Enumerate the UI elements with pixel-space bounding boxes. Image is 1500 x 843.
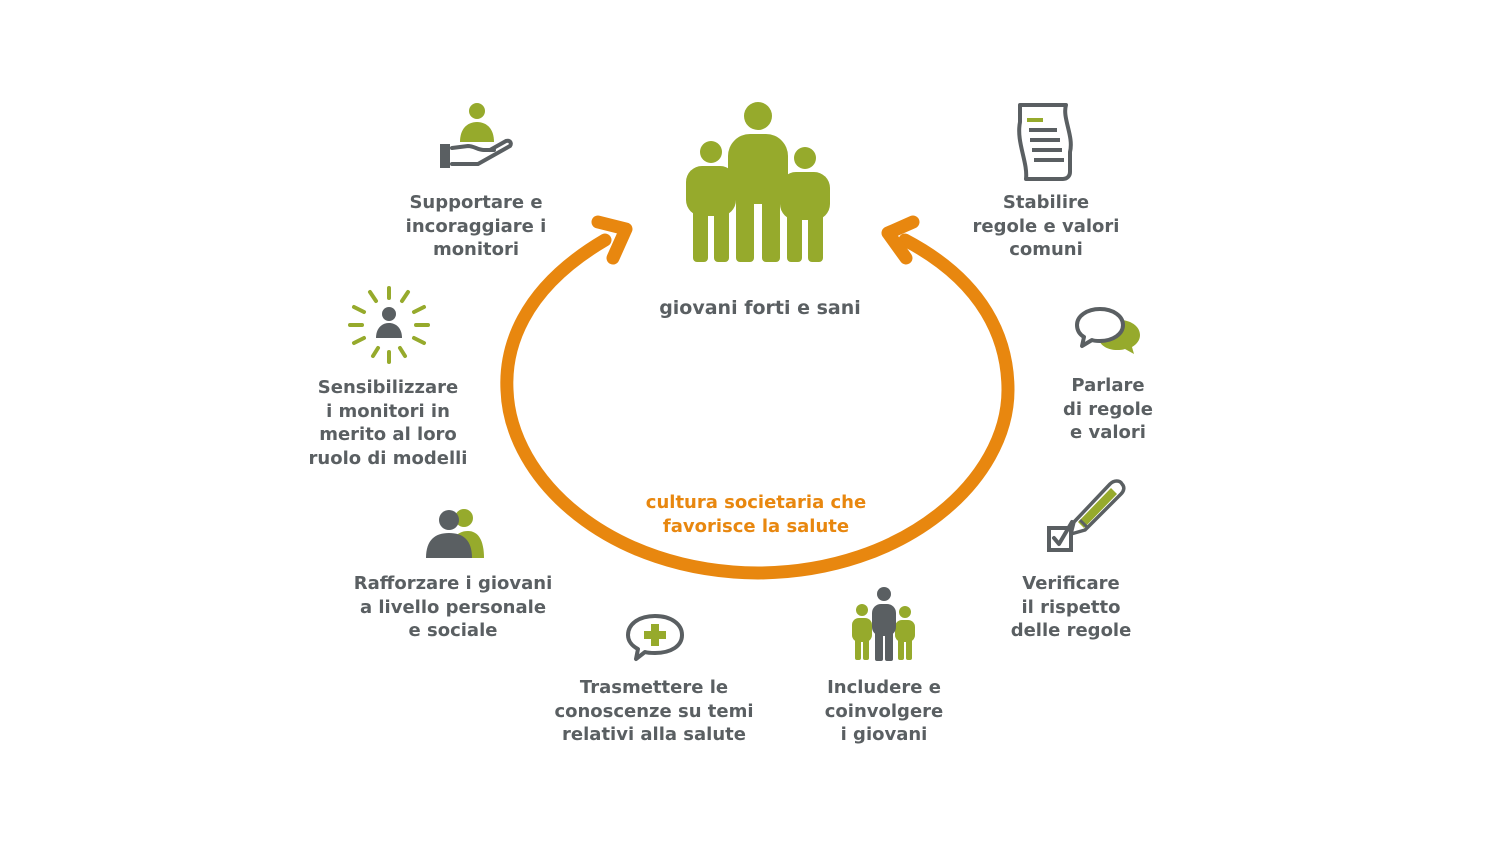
item-label-include: Includere e coinvolgere i giovani [824,677,944,745]
item-label-support: Supportare e incoraggiare i monitori [405,192,547,260]
spotlight-person-icon [348,286,430,364]
document-icon [1017,103,1073,181]
checklist-pen-icon [1047,479,1126,552]
speech-bubbles-icon [1075,307,1140,354]
item-label-transmit: Trasmettere le conoscenze su temi relati… [554,677,754,745]
item-label-establish: Stabilire regole e valori comuni [972,192,1120,260]
item-label-talk: Parlare di regole e valori [1062,375,1154,443]
cycle-label: cultura societaria che favorisce la salu… [645,492,867,537]
item-label-sensitize: Sensibilizzare i monitori in merito al l… [308,377,468,469]
item-label-verify: Verificare il rispetto delle regole [1010,573,1132,641]
health-speech-icon [626,614,684,661]
center-label: giovani forti e sani [659,297,861,319]
group-icon [852,587,915,661]
family-icon [686,102,830,262]
hand-support-icon [440,103,513,168]
item-label-strengthen: Rafforzare i giovani a livello personale… [353,573,553,641]
two-persons-icon [426,509,484,558]
